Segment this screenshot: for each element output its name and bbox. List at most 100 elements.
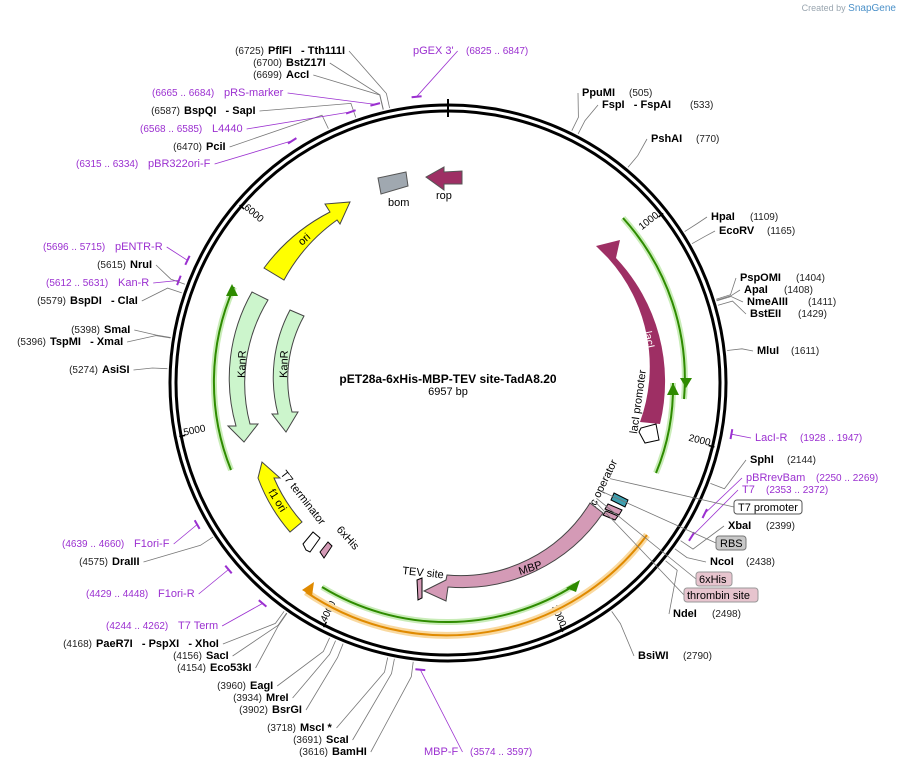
label-6xhis[interactable]: 6xHis <box>695 571 733 587</box>
enzyme-ndei[interactable]: NdeI(2498) <box>673 608 741 620</box>
scale-tick <box>179 434 186 438</box>
feature-label-rop: rop <box>436 190 452 202</box>
enzyme-eagi[interactable]: (3960)EagI <box>217 680 273 692</box>
enzyme-mlui-num: (1611) <box>791 346 819 357</box>
primer-pgex3[interactable]: pGEX 3'(6825 .. 6847) <box>413 45 528 57</box>
enzyme-leader-line <box>577 104 599 135</box>
enzyme-bsiwi[interactable]: BsiWI(2790) <box>638 650 712 662</box>
scale-tick <box>708 444 715 448</box>
enzyme-acci[interactable]: (6699)AccI <box>253 69 309 81</box>
enzyme-leader-line <box>232 612 287 657</box>
scale-tick <box>322 621 328 628</box>
enzyme-pspomi-names: PspOMI <box>740 272 781 284</box>
enzyme-pfli-names: PflFI - Tth111I <box>268 45 345 57</box>
enzyme-bsteii[interactable]: BstEII(1429) <box>750 308 827 320</box>
primer-lacir-name: LacI-R <box>755 432 787 444</box>
enzyme-smai[interactable]: (5398)SmaI <box>71 324 130 336</box>
enzyme-bsrgi-num: (3902) <box>239 705 268 716</box>
primer-mbpf[interactable]: MBP-F(3574 .. 3597) <box>424 746 532 758</box>
enzyme-ncoi[interactable]: NcoI(2438) <box>710 556 775 568</box>
primer-f1orif[interactable]: (4639 .. 4660)F1ori-F <box>62 538 170 550</box>
enzyme-tspmi[interactable]: (5396)TspMI - XmaI <box>17 336 123 348</box>
scale-tick <box>239 204 245 210</box>
primer-pentrr-name: pENTR-R <box>115 241 163 253</box>
enzyme-ecorv[interactable]: EcoRV(1165) <box>719 225 795 237</box>
enzyme-pfli[interactable]: (6725)PflFI - Tth111I <box>235 45 345 57</box>
enzyme-pcii[interactable]: (6470)PciI <box>173 141 225 153</box>
primer-marker <box>345 109 356 115</box>
primer-mbpf-name: MBP-F <box>424 746 459 758</box>
enzyme-apai-names: ApaI <box>744 284 768 296</box>
enzyme-leader-line <box>336 657 389 729</box>
enzyme-bstz17i[interactable]: (6700)BstZ17I <box>253 57 326 69</box>
enzyme-eco53ki[interactable]: (4154)Eco53kI <box>177 662 252 674</box>
enzyme-saci[interactable]: (4156)SacI <box>173 650 229 662</box>
enzyme-fspi-num: (533) <box>690 100 713 111</box>
enzyme-apai[interactable]: ApaI (1408) <box>744 284 813 296</box>
enzyme-asisi[interactable]: (5274)AsiSI <box>69 364 129 376</box>
label-thrombin[interactable]: thrombin site <box>683 587 759 603</box>
enzyme-msci[interactable]: (3718)MscI * <box>267 722 332 734</box>
enzyme-mlui[interactable]: MluI(1611) <box>757 345 819 357</box>
enzyme-leader-line <box>329 62 384 110</box>
primer-prsmarker[interactable]: (6665 .. 6684)pRS-marker <box>152 87 284 99</box>
enzyme-bspqi[interactable]: (6587)BspQI - SapI <box>151 105 255 117</box>
enzyme-paer7i[interactable]: (4168)PaeR7I - PspXI - XhoI <box>63 638 219 650</box>
enzyme-pshai-num: (770) <box>696 134 719 145</box>
enzyme-apai-num: (1408) <box>784 285 813 296</box>
enzyme-leader-line <box>627 138 648 168</box>
enzyme-hpai[interactable]: HpaI(1109) <box>711 211 778 223</box>
enzyme-leader-line <box>292 640 336 699</box>
enzyme-pshai[interactable]: PshAI(770) <box>651 133 719 145</box>
primer-pbrrevbam[interactable]: pBRrevBam(2250 .. 2269) <box>746 472 878 484</box>
enzyme-tspmi-names: TspMI - XmaI <box>50 336 123 348</box>
primer-pentrr-range: (5696 .. 5715) <box>43 242 105 253</box>
enzyme-fspi[interactable]: FspI - FspAI(533) <box>602 99 713 111</box>
primer-f1orir-range: (4429 .. 4448) <box>86 589 148 600</box>
branding-prefix: Created by <box>801 3 846 13</box>
primer-kanr-range: (5612 .. 5631) <box>46 278 108 289</box>
enzyme-bsrgi[interactable]: (3902)BsrGI <box>239 704 302 716</box>
primer-pbr322ori-name: pBR322ori-F <box>148 158 211 170</box>
enzyme-scai[interactable]: (3691)ScaI <box>293 734 349 746</box>
primer-l4440[interactable]: (6568 .. 6585)L4440 <box>140 123 243 135</box>
enzyme-leader-line <box>674 548 707 563</box>
enzyme-leader-line <box>716 277 737 300</box>
scale-tick-label: 1000 <box>637 210 662 233</box>
plasmid-name: pET28a-6xHis-MBP-TEV site-TadA8.20 <box>339 372 556 386</box>
snapgene-logo: SnapGene <box>848 3 896 14</box>
primer-pbr322ori[interactable]: (6315 .. 6334)pBR322ori-F <box>76 158 211 170</box>
enzyme-draiii[interactable]: (4575)DraIII <box>79 556 139 568</box>
enzyme-bspdi[interactable]: (5579)BspDI - ClaI <box>37 295 138 307</box>
enzyme-leader-line <box>141 287 182 302</box>
primer-marker <box>415 668 426 672</box>
primer-f1orir[interactable]: (4429 .. 4448)F1ori-R <box>86 588 195 600</box>
enzyme-nmeaiii-names: NmeAIII <box>747 296 788 308</box>
primer-t7-range: (2353 .. 2372) <box>766 485 828 496</box>
feature-label-bom: bom <box>388 197 409 209</box>
enzyme-leader-line <box>127 335 171 343</box>
primer-leader-line <box>173 524 198 545</box>
enzyme-sphi[interactable]: SphI(2144) <box>750 454 816 466</box>
enzyme-ppumi[interactable]: PpuMI(505) <box>582 87 652 99</box>
primer-lacir[interactable]: LacI-R(1928 .. 1947) <box>755 432 862 444</box>
enzyme-nmeaiii[interactable]: NmeAIII(1411) <box>747 296 836 308</box>
primer-kanr[interactable]: (5612 .. 5631)Kan-R <box>46 277 149 289</box>
enzyme-ncoi-names: NcoI <box>710 556 734 568</box>
primer-t7term[interactable]: (4244 .. 4262)T7 Term <box>106 620 218 632</box>
feature-label-kanr1: KanR <box>236 350 249 378</box>
label-rbs[interactable]: RBS <box>715 535 747 551</box>
enzyme-nrui-names: NruI <box>130 259 152 271</box>
primer-t7[interactable]: T7(2353 .. 2372) <box>742 484 828 496</box>
label-t7promoter[interactable]: T7 promoter <box>733 499 803 515</box>
enzyme-hpai-num: (1109) <box>750 212 778 223</box>
enzyme-leader-line <box>710 459 747 490</box>
primer-pentrr[interactable]: (5696 .. 5715) pENTR-R <box>43 241 163 253</box>
enzyme-sphi-num: (2144) <box>787 455 816 466</box>
enzyme-pspomi[interactable]: PspOMI(1404) <box>740 272 825 284</box>
enzyme-mrei[interactable]: (3934)MreI <box>233 692 289 704</box>
primer-leader-line <box>246 111 351 130</box>
enzyme-xbai[interactable]: XbaI(2399) <box>728 520 795 532</box>
enzyme-bamhi[interactable]: (3616)BamHI <box>299 746 367 758</box>
enzyme-nrui[interactable]: (5615)NruI <box>97 259 152 271</box>
